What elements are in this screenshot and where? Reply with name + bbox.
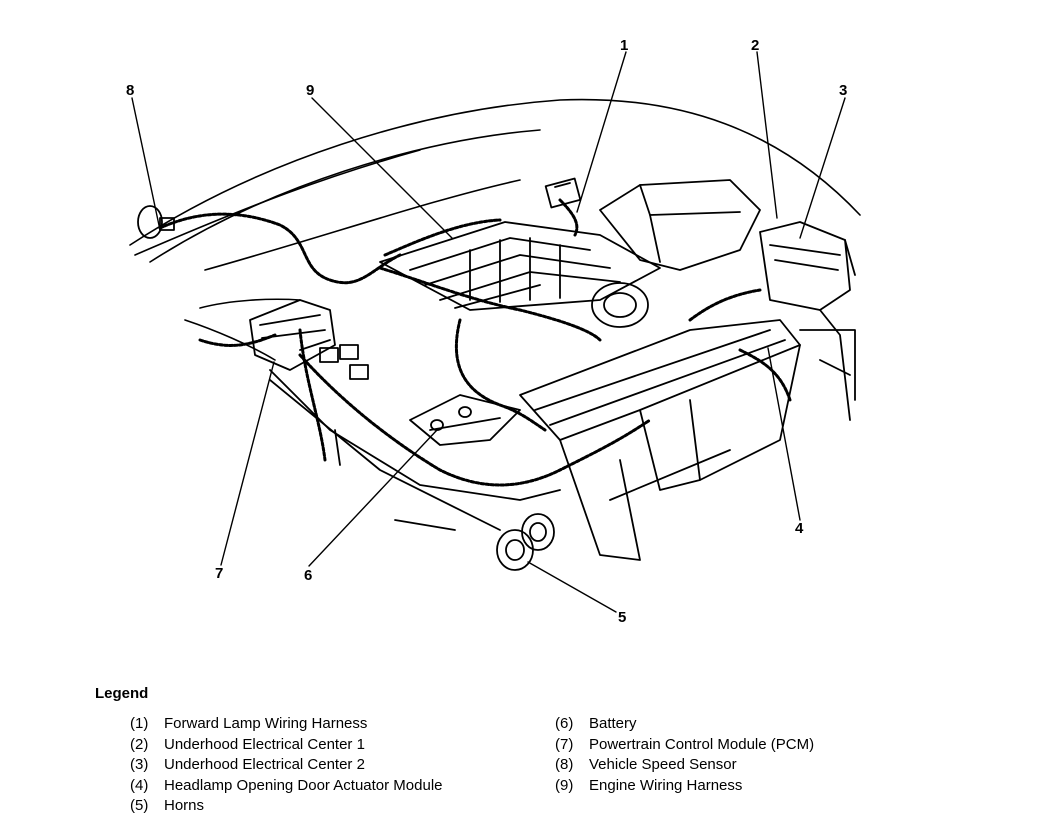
horns — [496, 513, 555, 571]
vehicle-speed-sensor — [137, 205, 175, 239]
legend-item-number: (5) — [130, 797, 149, 814]
legend-item-number: (8) — [555, 756, 574, 773]
legend-item-label: Powertrain Control Module (PCM) — [589, 735, 815, 753]
underhood-electrical-center — [759, 221, 856, 421]
radiator-support — [519, 319, 801, 561]
legend-item: (9) Engine Wiring Harness — [555, 776, 814, 797]
legend-item-label: Horns — [164, 797, 205, 814]
legend-column-left: (1) Forward Lamp Wiring Harness (2) Underh… — [130, 714, 443, 817]
callout-numbers: 1 2 3 4 5 6 7 8 9 — [126, 37, 847, 626]
legend-item-label: Vehicle Speed Sensor — [589, 756, 737, 773]
legend-item-number: (3) — [130, 756, 149, 773]
forward-lamp-connector — [544, 177, 582, 209]
legend-item-label: Underhood Electrical Center 2 — [164, 756, 365, 773]
legend-item: (1) Forward Lamp Wiring Harness — [130, 714, 443, 735]
callout-5: 5 — [618, 609, 626, 626]
callout-3: 3 — [839, 82, 847, 99]
legend-item: (6) Battery — [555, 714, 814, 735]
intake-manifold — [379, 221, 661, 328]
callout-4: 4 — [795, 520, 804, 537]
legend-item-number: (2) — [130, 735, 149, 753]
legend-item-label: Battery — [589, 715, 637, 732]
legend-item-label: Underhood Electrical Center 1 — [164, 735, 365, 753]
callout-9: 9 — [306, 82, 314, 99]
legend-item-number: (9) — [555, 776, 574, 794]
pcm-module — [249, 299, 369, 380]
engine-bay-diagram: 1 2 3 4 5 6 7 8 9 — [126, 37, 861, 626]
legend-item: (8) Vehicle Speed Sensor — [555, 755, 814, 776]
front-body — [269, 369, 561, 531]
wiring-harness — [158, 198, 792, 487]
legend-item-number: (7) — [555, 735, 574, 753]
legend-title: Legend — [95, 685, 149, 702]
legend-item: (7) Powertrain Control Module (PCM) — [555, 735, 814, 756]
legend-item-label: Headlamp Opening Door Actuator Module — [164, 776, 443, 794]
legend-item-label: Forward Lamp Wiring Harness — [164, 715, 368, 732]
legend-item-number: (6) — [555, 715, 574, 732]
legend-item-label: Engine Wiring Harness — [589, 776, 743, 794]
callout-7: 7 — [215, 565, 223, 582]
callout-1: 1 — [620, 37, 628, 54]
callout-8: 8 — [126, 82, 134, 99]
hood-outline — [129, 98, 861, 361]
callout-2: 2 — [751, 37, 759, 54]
legend-item-number: (4) — [130, 776, 149, 794]
leader-lines — [131, 51, 846, 613]
legend-item: (2) Underhood Electrical Center 1 — [130, 735, 443, 756]
legend-item: (3) Underhood Electrical Center 2 — [130, 755, 443, 776]
air-box — [599, 179, 761, 271]
battery-area — [409, 394, 521, 446]
legend-column-right: (6) Battery (7) Powertrain Control Module … — [555, 714, 814, 796]
callout-6: 6 — [304, 567, 312, 584]
legend-item-number: (1) — [130, 715, 149, 732]
legend-item: (4) Headlamp Opening Door Actuator Module — [130, 776, 443, 797]
legend-item: (5) Horns — [130, 796, 443, 817]
